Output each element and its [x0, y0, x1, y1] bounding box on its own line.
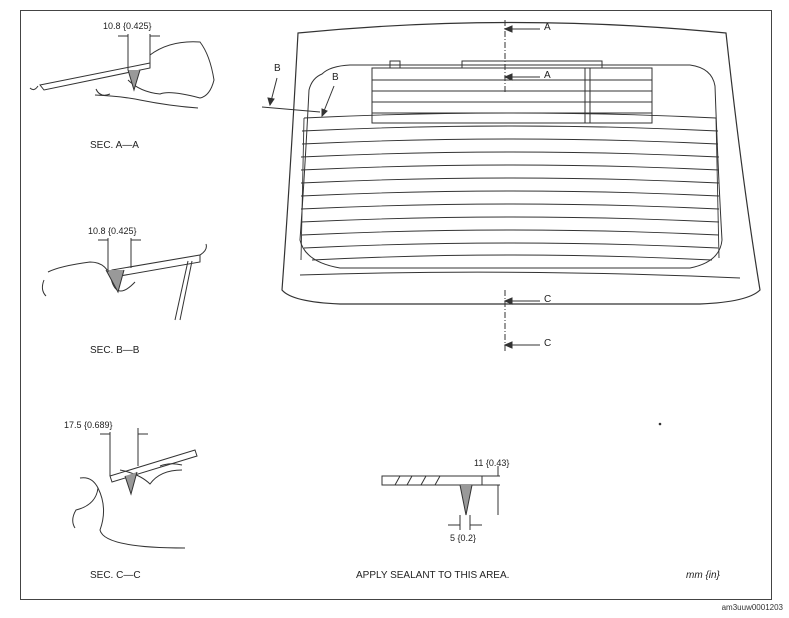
sec-bb-dimension: 10.8 {0.425} [88, 226, 137, 236]
defogger-lines [300, 112, 720, 261]
marker-c-mid: C [544, 294, 552, 305]
sealant-detail [381, 466, 500, 530]
detail-width-dimension: 5 {0.2} [450, 533, 477, 543]
marker-b-inner: B [332, 72, 339, 83]
upper-panel-tab-small [389, 60, 401, 69]
section-b-line [261, 106, 321, 113]
sec-bb-sketch [41, 238, 207, 321]
sec-cc-sketch [72, 428, 198, 549]
sealant-caption: APPLY SEALANT TO THIS AREA. [356, 570, 510, 581]
marker-a-mid: A [544, 70, 551, 81]
document-id: am3uuw0001203 [721, 603, 783, 612]
upper-panel-tab-wide [461, 60, 603, 69]
sec-cc-dimension: 17.5 {0.689} [64, 420, 113, 430]
glass-outer-outline [281, 21, 761, 305]
sealant-band [299, 271, 741, 279]
sec-aa-dimension: 10.8 {0.425} [103, 21, 152, 31]
diagram-frame [20, 10, 772, 600]
units-note: mm {in} [686, 570, 720, 581]
sec-cc-label: SEC. C—C [90, 570, 141, 581]
marker-b-outer: B [274, 63, 281, 74]
sec-aa-label: SEC. A—A [90, 140, 139, 151]
sec-aa-sketch [29, 34, 215, 109]
detail-height-dimension: 11 {0.43} [474, 458, 510, 468]
marker-a-top: A [544, 22, 551, 33]
sec-bb-label: SEC. B—B [90, 345, 140, 356]
marker-c-bottom: C [544, 338, 552, 349]
glass-inner-outline [299, 64, 723, 269]
